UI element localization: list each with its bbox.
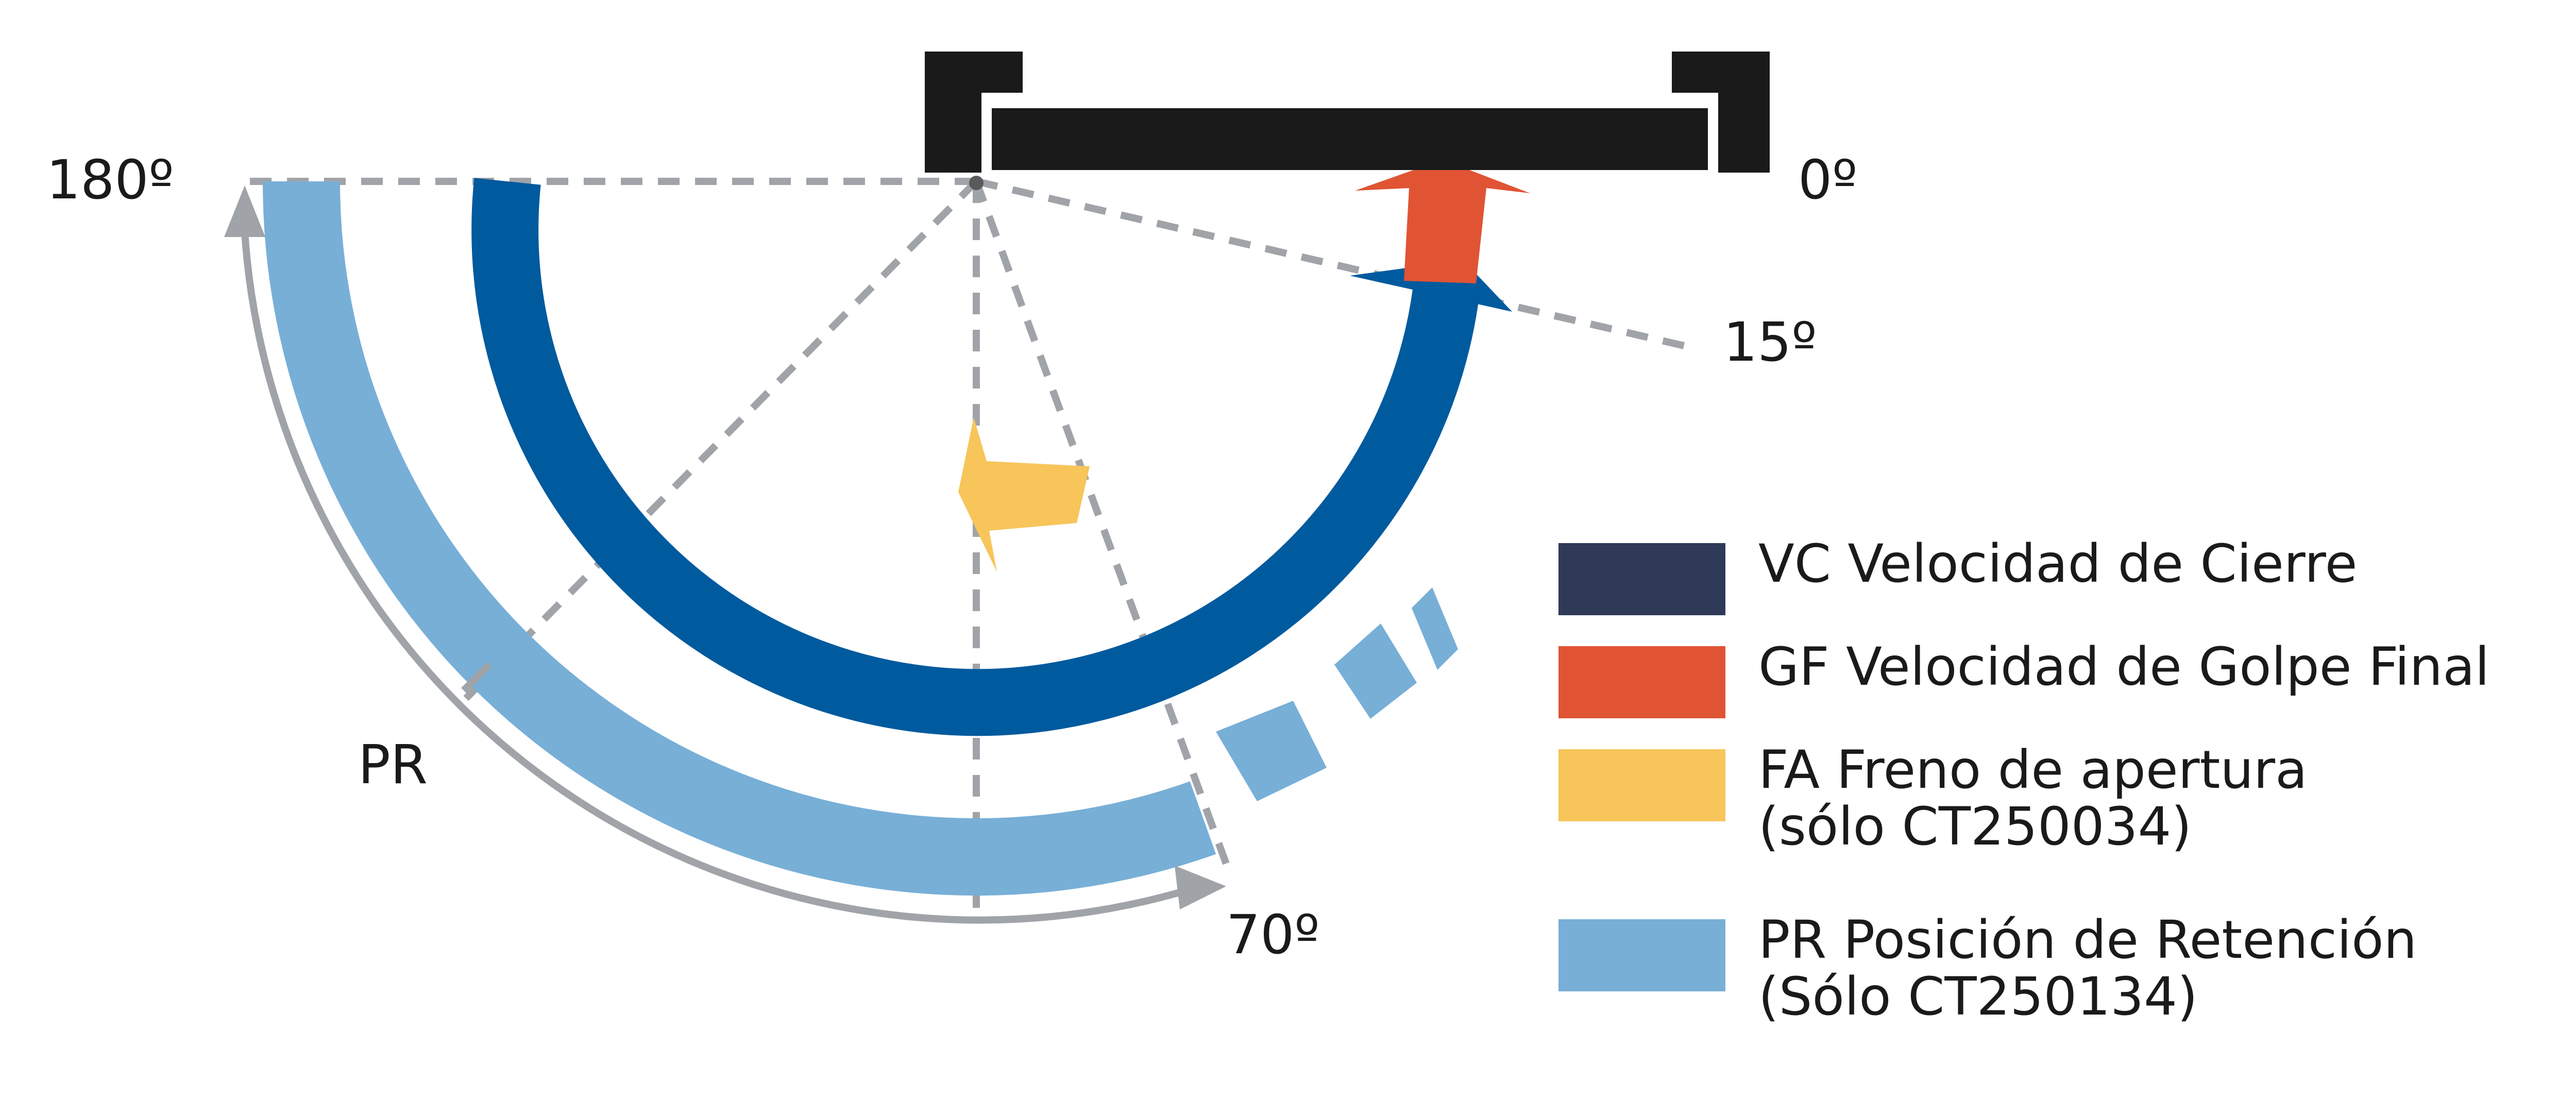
legend-label-gf: GF Velocidad de Golpe Final bbox=[1758, 636, 2490, 698]
legend-label-pr: PR Posición de Retención bbox=[1758, 909, 2417, 971]
door-frame-left bbox=[925, 52, 1023, 173]
line-135deg bbox=[461, 179, 979, 703]
door bbox=[925, 52, 1770, 173]
legend-sublabel-pr: (Sólo CT250134) bbox=[1758, 966, 2198, 1027]
legend-swatch-gf bbox=[1558, 646, 1725, 718]
legend-label-fa: FA Freno de apertura bbox=[1758, 739, 2308, 801]
hold-open-dashes bbox=[1216, 587, 1458, 801]
reference-lines bbox=[242, 178, 1696, 912]
pr-arrowhead-bottom bbox=[1175, 866, 1226, 909]
legend-item-vc: VC Velocidad de Cierre bbox=[1558, 536, 2568, 639]
legend-item-gf: GF Velocidad de Golpe Final bbox=[1558, 639, 2568, 742]
door-frame-right bbox=[1672, 52, 1770, 173]
legend-swatch-vc bbox=[1558, 543, 1725, 615]
opening-brake-arrow bbox=[958, 417, 1090, 572]
legend-swatch-fa bbox=[1558, 749, 1725, 821]
legend-text-vc: VC Velocidad de Cierre bbox=[1758, 536, 2568, 593]
legend-item-pr: PR Posición de Retención (Sólo CT250134) bbox=[1558, 912, 2568, 1046]
legend-label-vc: VC Velocidad de Cierre bbox=[1758, 533, 2358, 595]
hold-open-band bbox=[263, 181, 1216, 896]
legend-text-pr: PR Posición de Retención (Sólo CT250134) bbox=[1758, 912, 2568, 1025]
legend-text-gf: GF Velocidad de Golpe Final bbox=[1758, 639, 2568, 696]
legend-sublabel-fa: (sólo CT250034) bbox=[1758, 796, 2192, 857]
legend-swatch-pr bbox=[1558, 919, 1725, 991]
line-15deg bbox=[975, 178, 1696, 352]
pr-arrowhead-top bbox=[224, 185, 265, 237]
line-70deg bbox=[973, 180, 1232, 872]
hold-open-dash-2 bbox=[1334, 623, 1417, 719]
closing-speed-arc bbox=[471, 178, 1481, 736]
angle-label-180: 180º bbox=[46, 148, 174, 211]
angle-label-70: 70º bbox=[1226, 903, 1319, 966]
hold-open-dash-3 bbox=[1412, 587, 1458, 670]
door-leaf bbox=[992, 108, 1708, 170]
legend-item-fa: FA Freno de apertura (sólo CT250034) bbox=[1558, 742, 2568, 912]
pr-label: PR bbox=[358, 733, 428, 796]
pr-range-arc bbox=[241, 231, 1202, 924]
hold-open-dash-1 bbox=[1216, 701, 1327, 801]
latch-speed-arrow bbox=[1355, 160, 1530, 283]
legend: VC Velocidad de Cierre GF Velocidad de G… bbox=[1558, 536, 2568, 1046]
angle-label-0: 0º bbox=[1798, 148, 1857, 211]
pr-tick bbox=[461, 662, 492, 693]
legend-text-fa: FA Freno de apertura (sólo CT250034) bbox=[1758, 742, 2568, 855]
angle-label-15: 15º bbox=[1723, 311, 1817, 374]
hinge-point bbox=[969, 176, 984, 190]
